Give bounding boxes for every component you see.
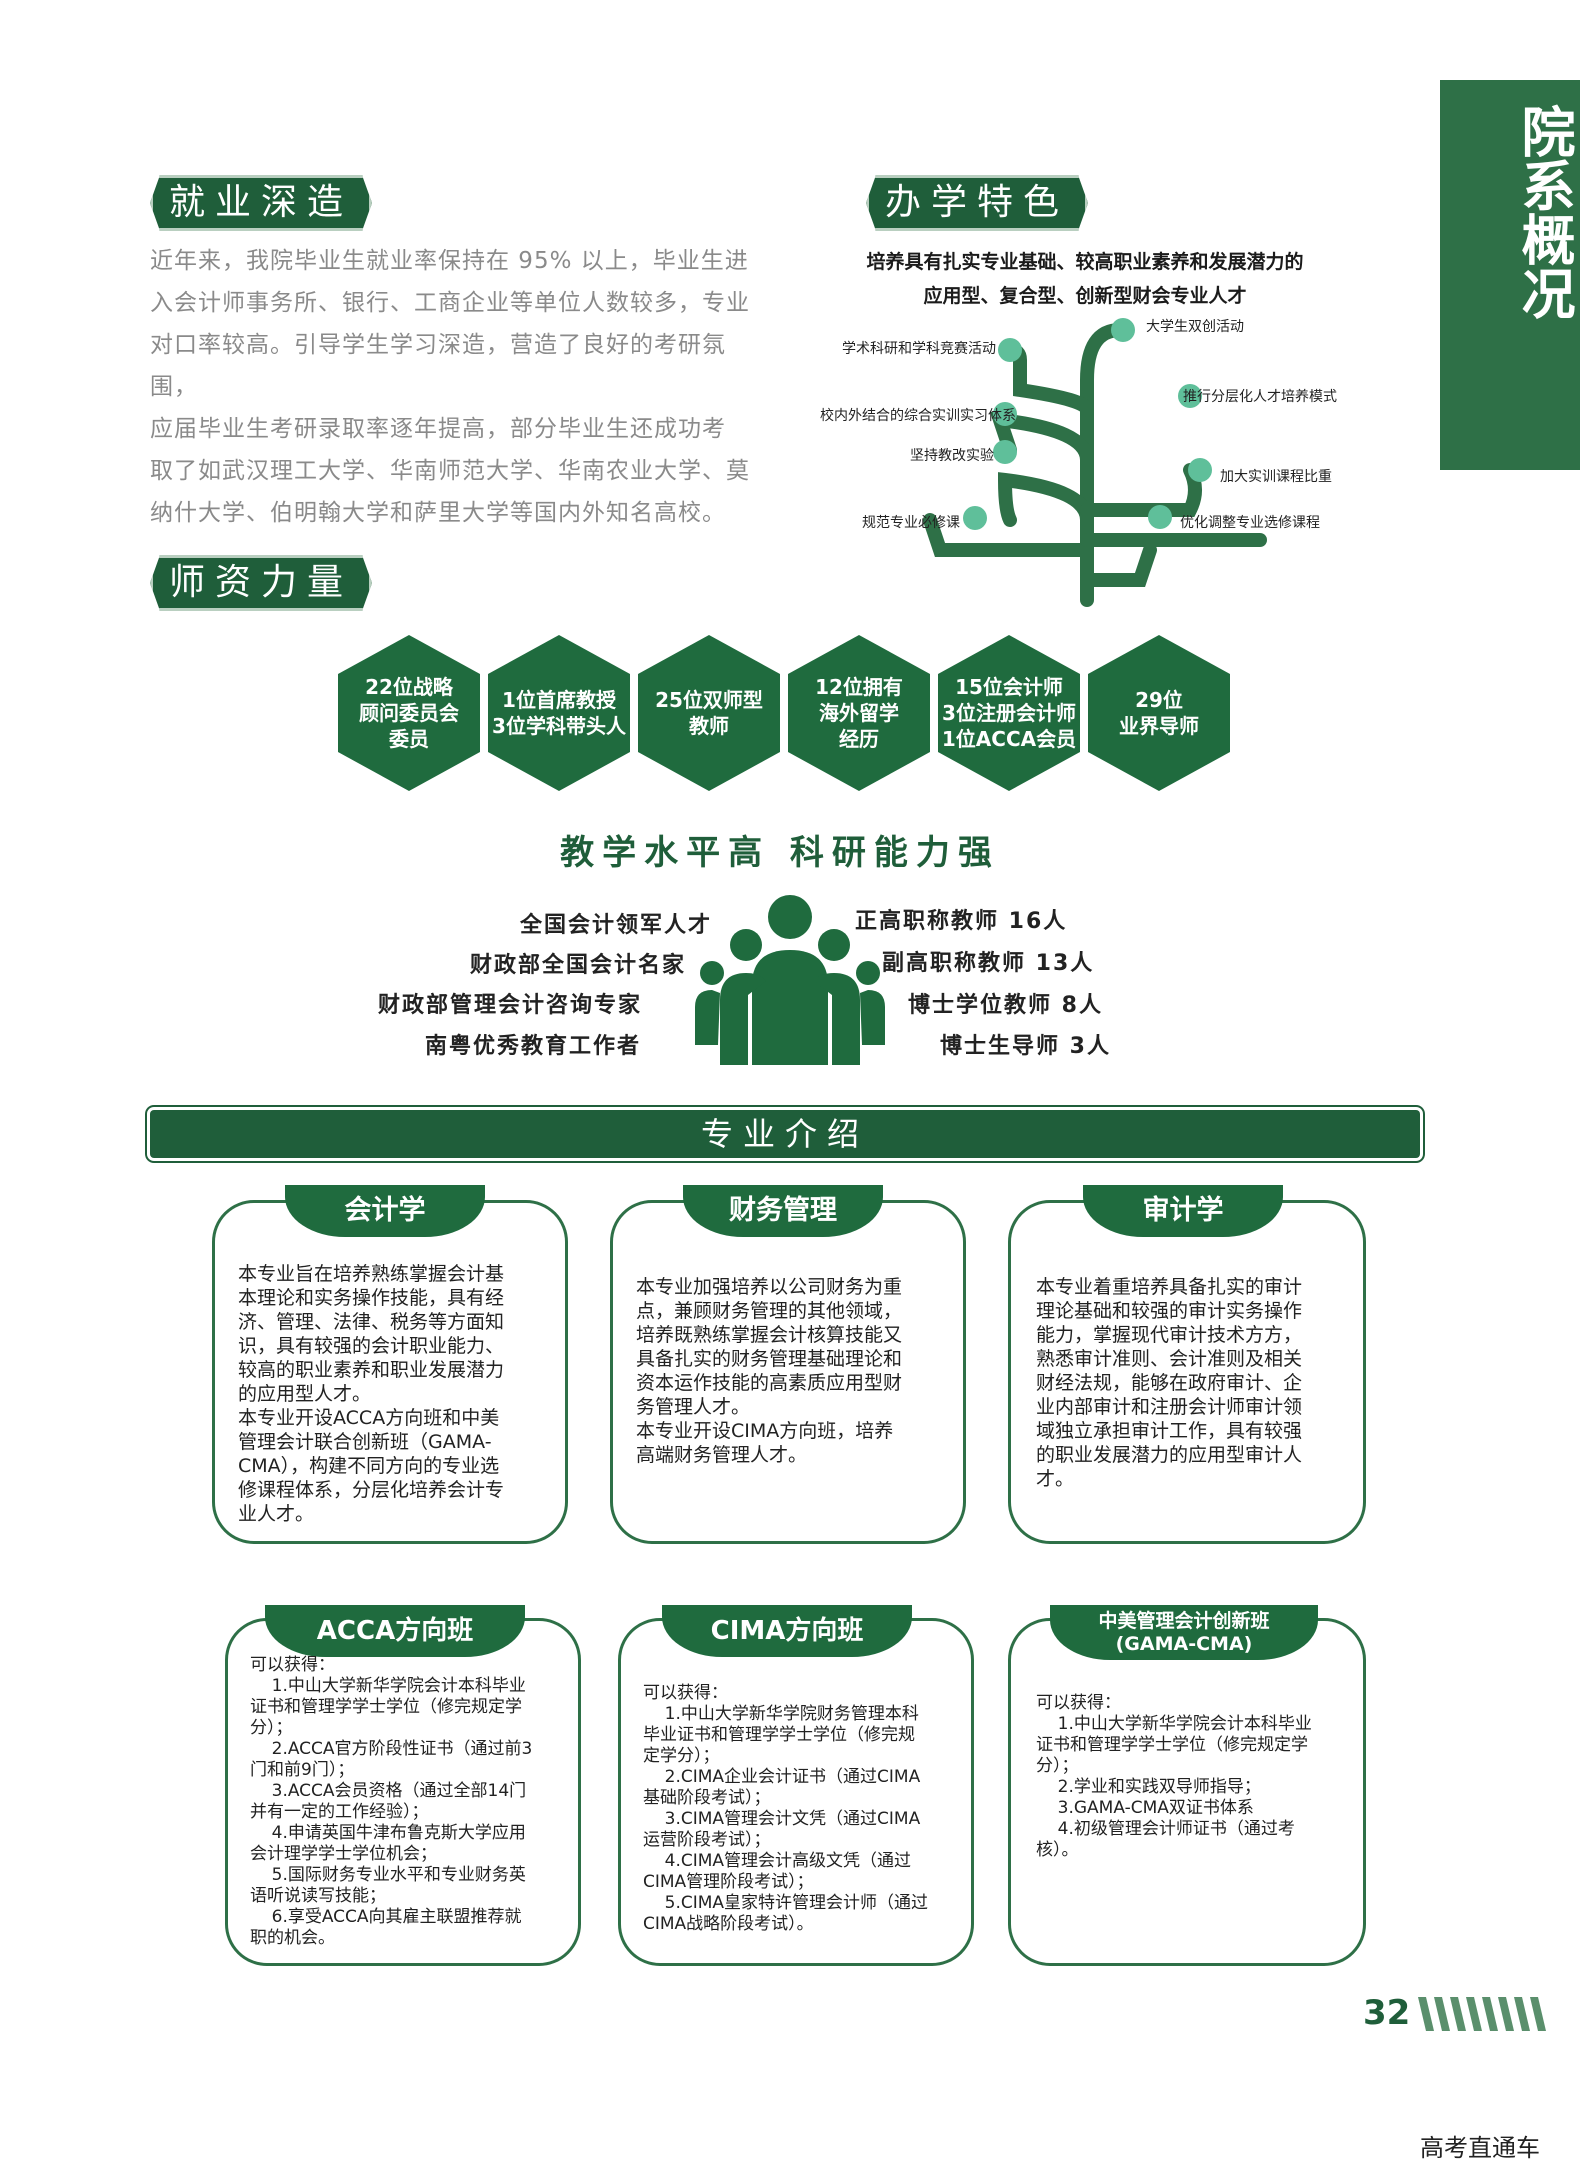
features-goal: 培养具有扎实专业基础、较高职业素养和发展潜力的 应用型、复合型、创新型财会专业人… [765,245,1405,313]
class-card-cima [618,1618,974,1966]
branch-label: 加大实训课程比重 [1220,469,1332,485]
hex-line: 22位战略 [365,675,453,699]
hex-line: 1位首席教授 [502,688,616,712]
class-card-title: 中美管理会计创新班 [1098,1610,1270,1632]
major-card-text: 本专业旨在培养熟练掌握会计基 本理论和实务操作技能，具有经 济、管理、法律、税务… [238,1263,505,1525]
class-card-text: 可以获得： 1.中山大学新华学院会计本科毕业 证书和管理学学士学位（修完规定学 … [1036,1693,1312,1860]
talent-right-item: 博士生导师 3人 [940,1034,1111,1059]
branch-dot [963,506,987,530]
class-card-title: CIMA方向班 [662,1605,912,1657]
hex-line: 海外留学 [819,701,899,725]
hex-line: 经历 [839,727,879,751]
talent-right-item: 副高职称教师 13人 [882,951,1095,976]
major-card-audit [1008,1200,1366,1544]
class-card-gama-cma [1008,1618,1366,1966]
majors-banner: 专业介绍 [150,1110,1420,1158]
talent-left-item: 南粤优秀教育工作者 [425,1034,642,1059]
branch-label: 推行分层化人才培养模式 [1183,389,1337,405]
faculty-hex: 12位拥有海外留学经历 [788,635,930,791]
faculty-hex: 25位双师型教师 [638,635,780,791]
page-stripes-decoration [1418,1997,1546,2031]
branch-dot [993,402,1017,426]
majors-title: 专业介绍 [700,1115,869,1153]
employment-line: 入会计师事务所、银行、工商企业等单位人数较多，专业 [150,290,750,316]
class-card-title-gama: 中美管理会计创新班 (GAMA-CMA) [1050,1605,1318,1660]
branch-label: 规范专业必修课 [862,515,960,531]
branch-dot [1188,458,1212,482]
major-card-text: 本专业加强培养以公司财务为重 点，兼顾财务管理的其他领域， 培养既熟练掌握会计核… [636,1276,903,1466]
employment-line: 对口率较高。引导学生学习深造，营造了良好的考研氛围， [150,332,726,400]
major-card-finance [610,1200,966,1544]
page-number: 32 [1363,1993,1411,2033]
major-card-title: 财务管理 [683,1185,883,1237]
major-card-title: 审计学 [1083,1185,1283,1237]
faculty-heading: 教学水平高 科研能力强 [560,833,1000,873]
hex-line: 教师 [689,714,729,738]
branch-label: 大学生双创活动 [1146,319,1244,335]
talent-left-item: 财政部全国会计名家 [470,953,687,978]
employment-line: 取了如武汉理工大学、华南师范大学、华南农业大学、莫 [150,458,750,484]
talent-right-item: 博士学位教师 8人 [908,993,1103,1018]
watermark-text: 高考直通车 [1420,2134,1540,2162]
hex-line: 3位学科带头人 [492,714,626,738]
branch-dot [1111,318,1135,342]
employment-title: 就业深造 [150,175,372,231]
features-title: 办学特色 [866,175,1088,231]
employment-paragraph: 近年来，我院毕业生就业率保持在 95% 以上，毕业生进 入会计师事务所、银行、工… [150,240,750,534]
branch-label: 坚持教改实验 [910,448,994,464]
faculty-hex: 29位业界导师 [1088,635,1230,791]
branch-dot [1178,384,1202,408]
side-tab-label: 院系概况 [1512,104,1576,320]
major-card-title: 会计学 [285,1185,485,1237]
talent-left-item: 财政部管理会计咨询专家 [378,993,643,1018]
branch-label: 学术科研和学科竞赛活动 [842,341,996,357]
hex-line: 顾问委员会 [359,701,459,725]
class-card-title: ACCA方向班 [265,1605,525,1657]
branch-label: 校内外结合的综合实训实习体系 [820,408,1016,424]
branch-dot [998,338,1022,362]
employment-line: 近年来，我院毕业生就业率保持在 95% 以上，毕业生进 [150,248,749,274]
hex-line: 29位 [1135,688,1183,712]
hex-line: 1位ACCA会员 [941,727,1077,751]
section-side-tab: 院系概况 [1440,80,1580,470]
branch-dot [1148,505,1172,529]
people-group-icon [695,895,885,1065]
major-card-text: 本专业着重培养具备扎实的审计 理论基础和较强的审计实务操作 能力，掌握现代审计技… [1036,1276,1303,1490]
class-card-text: 可以获得： 1.中山大学新华学院会计本科毕业 证书和管理学学士学位（修完规定学 … [250,1655,533,1948]
hex-line: 12位拥有 [815,675,903,699]
features-goal-line: 培养具有扎实专业基础、较高职业素养和发展潜力的 [866,251,1304,273]
talent-right-item: 正高职称教师 16人 [855,909,1068,934]
hex-line: 15位会计师 [955,675,1063,699]
class-card-text: 可以获得： 1.中山大学新华学院财务管理本科 毕业证书和管理学学士学位（修完规 … [643,1683,929,1934]
employment-line: 应届毕业生考研录取率逐年提高，部分毕业生还成功考 [150,416,726,442]
hex-line: 3位注册会计师 [942,701,1076,725]
class-card-acca [225,1618,581,1966]
talent-left-item: 全国会计领军人才 [520,913,713,938]
hex-line: 委员 [389,727,429,751]
features-tree-graphic [923,318,1267,607]
hex-line: 25位双师型 [655,688,763,712]
faculty-hex: 22位战略顾问委员会委员 [338,635,480,791]
faculty-title: 师资力量 [150,555,372,611]
employment-line: 纳什大学、伯明翰大学和萨里大学等国内外知名高校。 [150,500,726,526]
hex-line: 业界导师 [1119,714,1199,738]
branch-dot [993,440,1017,464]
features-goal-line: 应用型、复合型、创新型财会专业人才 [923,285,1247,307]
class-card-subtitle: (GAMA-CMA) [1115,1633,1253,1655]
major-card-accounting [212,1200,568,1544]
branch-label: 优化调整专业选修课程 [1180,515,1320,531]
